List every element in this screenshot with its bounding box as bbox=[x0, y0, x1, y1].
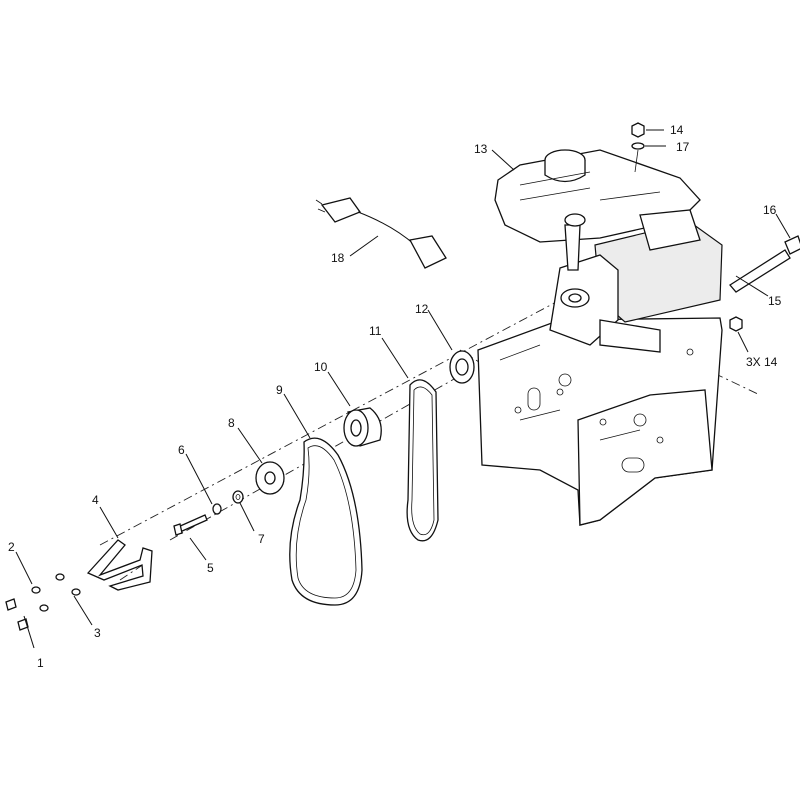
callout-7: 7 bbox=[258, 532, 265, 546]
callout-13: 13 bbox=[474, 142, 488, 156]
hardware-screws-washers bbox=[5, 573, 81, 631]
leader-lines bbox=[15, 129, 791, 649]
callout-4: 4 bbox=[92, 493, 99, 507]
mounting-plate-frame bbox=[477, 317, 723, 526]
callout-12: 12 bbox=[415, 302, 429, 316]
pulley-10 bbox=[343, 407, 382, 447]
nut-right-frame bbox=[729, 316, 743, 332]
idler-pulley-8 bbox=[255, 461, 285, 495]
callout-6: 6 bbox=[178, 443, 185, 457]
callout-11: 11 bbox=[369, 324, 382, 338]
belt-11 bbox=[406, 379, 439, 542]
callout-8: 8 bbox=[228, 416, 235, 430]
washer-6 bbox=[212, 503, 222, 515]
callout-9: 9 bbox=[276, 383, 283, 397]
pulley-12 bbox=[449, 350, 475, 384]
callout-18: 18 bbox=[331, 251, 345, 265]
callout-labels: 1 2 3 4 5 6 7 8 9 10 11 12 13 14 17 16 1… bbox=[8, 123, 782, 670]
callout-5: 5 bbox=[207, 561, 214, 575]
callout-3: 3 bbox=[94, 626, 101, 640]
bracket-4 bbox=[86, 539, 153, 591]
callout-2: 2 bbox=[8, 540, 15, 554]
extension-cord bbox=[315, 197, 447, 269]
belt-9 bbox=[289, 437, 363, 606]
washer-7 bbox=[232, 490, 244, 504]
callout-10: 10 bbox=[314, 360, 328, 374]
callout-14: 14 bbox=[670, 123, 684, 137]
callout-17: 17 bbox=[676, 140, 690, 154]
callout-15: 15 bbox=[768, 294, 782, 308]
nut-and-washer-top bbox=[631, 122, 645, 173]
callout-16: 16 bbox=[763, 203, 777, 217]
engine bbox=[494, 149, 723, 353]
bolt-5 bbox=[173, 514, 208, 536]
callout-3x14: 3X 14 bbox=[746, 355, 778, 369]
callout-1: 1 bbox=[37, 656, 44, 670]
shaft-and-bushing bbox=[729, 235, 800, 293]
